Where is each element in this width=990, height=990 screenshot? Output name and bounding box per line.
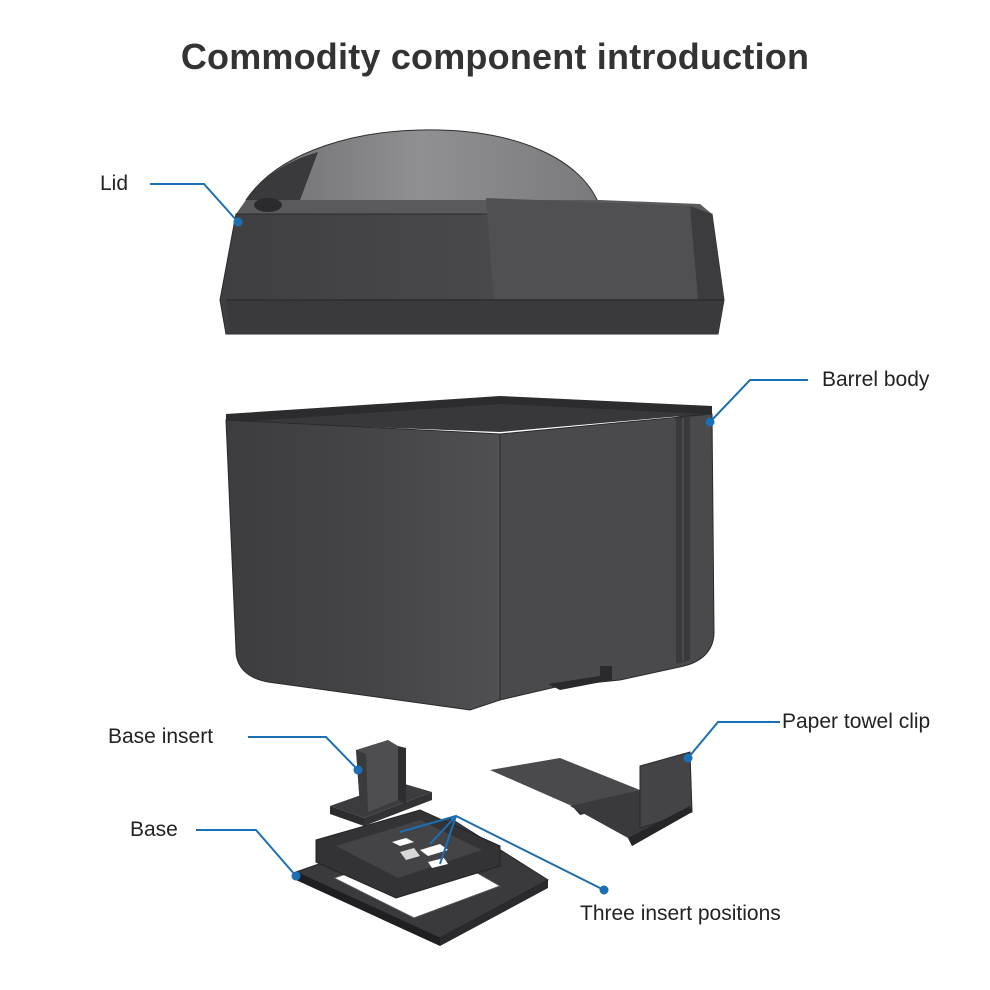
callout-dot-lid	[233, 217, 243, 227]
label-lid: Lid	[100, 172, 129, 195]
barrel-body-part	[225, 396, 715, 711]
lid-dome-shade	[246, 152, 318, 200]
callout-dot-base-insert	[353, 765, 363, 775]
callout-lid	[150, 183, 239, 223]
paper-towel-clip-part	[490, 751, 693, 846]
base-insert-part	[330, 740, 432, 826]
label-barrel-body: Barrel body	[822, 368, 930, 391]
callout-dot-paper-towel-clip	[683, 753, 693, 763]
callout-dot-three-insert-positions	[599, 885, 609, 895]
callout-dot-barrel-body	[705, 417, 715, 427]
label-paper-towel-clip: Paper towel clip	[782, 710, 931, 733]
lid-dome	[245, 129, 599, 203]
label-base: Base	[130, 818, 178, 841]
callout-dots	[233, 217, 715, 895]
callout-insert-3	[439, 815, 457, 865]
callout-base-insert	[248, 736, 359, 771]
callout-paper-towel-clip	[687, 721, 780, 759]
label-three-insert-positions: Three insert positions	[580, 902, 781, 925]
lid-part	[219, 129, 725, 335]
lid-skirt	[226, 300, 724, 334]
label-base-insert: Base insert	[108, 725, 214, 748]
callout-dot-base	[291, 871, 301, 881]
page-title: Commodity component introduction	[180, 36, 810, 77]
callout-base	[196, 829, 297, 877]
callout-barrel-body	[709, 379, 808, 423]
lid-front-panel	[486, 198, 698, 300]
callout-lines	[150, 183, 808, 891]
callout-insert-2	[429, 815, 457, 845]
lid-front-panel-edge	[690, 206, 724, 300]
base-part	[294, 809, 549, 946]
barrel-front	[225, 419, 501, 711]
